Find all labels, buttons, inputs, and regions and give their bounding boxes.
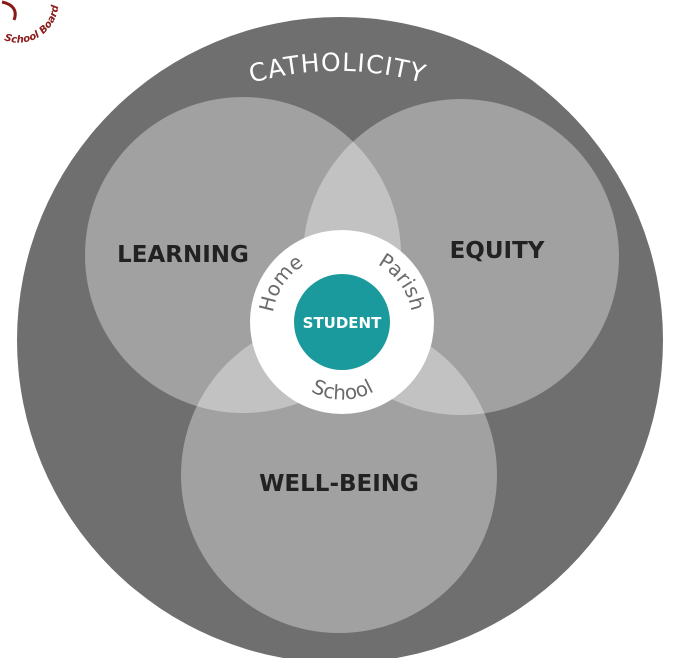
wellbeing-circle — [181, 317, 497, 633]
student-label: STUDENT — [303, 314, 382, 332]
learning-label: LEARNING — [117, 242, 249, 268]
svg-text:School Board: School Board — [3, 4, 61, 46]
logo-text: School Board — [3, 4, 61, 46]
wellbeing-label: WELL-BEING — [259, 471, 419, 497]
student-circle — [294, 274, 390, 370]
school-board-logo: School Board — [1, 0, 61, 46]
equity-label: EQUITY — [450, 238, 545, 264]
